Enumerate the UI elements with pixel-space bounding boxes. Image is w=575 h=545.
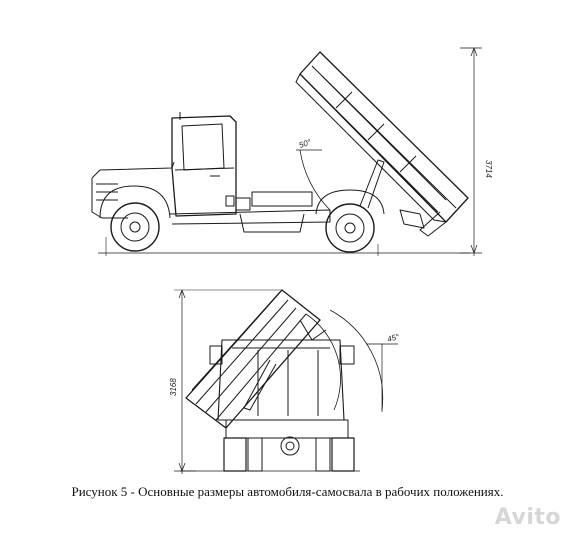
height-dimension-side: 3714 (484, 160, 493, 178)
avito-watermark: Avito (494, 505, 561, 530)
angle-label-rear: 45° (386, 332, 401, 344)
angle-label-side: 50° (298, 137, 313, 150)
rear-view-truck (174, 289, 398, 474)
figure-caption: Рисунок 5 - Основные размеры автомобиля-… (71, 484, 504, 499)
height-dimension-rear: 3168 (169, 378, 178, 396)
side-view-truck (91, 47, 482, 256)
